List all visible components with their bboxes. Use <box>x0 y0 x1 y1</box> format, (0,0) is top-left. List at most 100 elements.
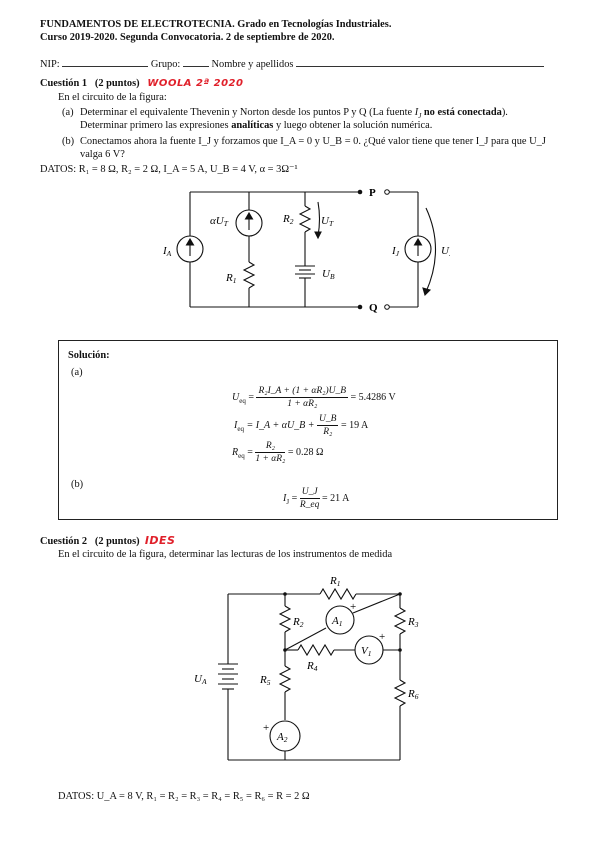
terminal-p-open <box>384 189 390 195</box>
q1-a2-text: Determinar primero las expresiones <box>80 120 232 131</box>
resistor-r3-icon <box>393 607 407 635</box>
student-form: NIP: Grupo: Nombre y apellidos <box>40 57 545 71</box>
terminal-q-open <box>384 304 390 310</box>
label-ub: UB <box>322 268 335 281</box>
q1-b-line-1: Conectamos ahora la fuente I_J y forzamo… <box>80 136 546 147</box>
ieq-value: = 19 A <box>340 419 369 431</box>
q1-a2-end: y luego obtener la solución numérica. <box>273 120 433 131</box>
q1-a-var: I <box>414 107 419 118</box>
current-source-ia-icon <box>176 235 204 263</box>
terminal-p-dot <box>357 189 363 195</box>
ieq-num: U_B <box>317 414 339 426</box>
ij-lhs: I <box>283 492 287 504</box>
nombre-field[interactable] <box>296 57 545 67</box>
label-r4: R4 <box>306 660 318 673</box>
q1-a-line-2: Determinar primero las expresiones analí… <box>80 119 432 132</box>
header-line-1: FUNDAMENTOS DE ELECTROTECNIA. Grado en T… <box>40 18 391 31</box>
resistor-r5-icon <box>278 665 292 693</box>
solution-b-label: (b) <box>71 479 84 490</box>
q2-circuit-diagram: A1 V1 A2 + + + R1 R2 R3 R4 R5 R6 UA <box>194 575 419 761</box>
plus-v1: + <box>379 631 385 643</box>
q1-datos: DATOS: R₁ = 8 Ω, R₂ = 2 Ω, I_A = 5 A, U_… <box>40 164 298 175</box>
q1-b-label: (b) <box>62 136 75 147</box>
label-p: P <box>369 187 376 199</box>
q1-b-line-2: valga 6 V? <box>80 149 125 160</box>
ueq-sub: eq <box>239 396 246 405</box>
label-ut: UT <box>321 215 334 228</box>
plus-a1: + <box>350 601 356 613</box>
degree-name: Grado en Tecnologías Industriales. <box>234 19 392 30</box>
q1-a-text: Determinar el equivalente Thevenin y Nor… <box>80 107 415 118</box>
ieq-mid: = I_A + αU_B + <box>246 419 315 431</box>
ueq-lhs: U <box>232 391 240 403</box>
label-r2: R2 <box>282 213 294 226</box>
label-v1: V1 <box>361 645 371 658</box>
q1-a-var-sub: J <box>418 112 422 121</box>
ij-value: = 21 A <box>322 492 350 504</box>
ueq-num: R₂I_A + (1 + αR₂)U_B <box>256 386 349 398</box>
resistor-r2-icon <box>298 205 312 233</box>
q1-points: (2 puntos) <box>94 78 140 89</box>
q1-title: Cuestión 1 <box>40 78 88 89</box>
req-den: 1 + αR₂ <box>255 454 286 464</box>
q1-a-bold: no está conectada <box>421 107 502 118</box>
ij-den: R_eq <box>299 500 320 510</box>
ieq-den: R₂ <box>323 427 333 437</box>
q2-heading: Cuestión 2 (2 puntos) IDES <box>40 534 175 548</box>
q2-intro: En el circuito de la figura, determinar … <box>58 549 393 560</box>
req-sub: eq <box>238 451 245 460</box>
resistor-r1-icon <box>242 261 256 289</box>
label-aut: αUT <box>210 215 229 228</box>
ueq-den: 1 + αR₂ <box>287 399 318 409</box>
nip-label: NIP: <box>40 59 60 70</box>
label-ua: UA <box>194 673 207 686</box>
resistor-r2-icon <box>278 605 292 633</box>
nip-field[interactable] <box>62 57 149 67</box>
header-line-2: Curso 2019-2020. Segunda Convocatoria. 2… <box>40 32 335 43</box>
q2-title: Cuestión 2 <box>40 536 88 547</box>
q1-a2-bold: analíticas <box>231 120 274 131</box>
plus-a2: + <box>263 722 269 734</box>
req-value: = 0.28 Ω <box>287 446 324 458</box>
grupo-label: Grupo: <box>150 59 181 70</box>
q1-intro: En el circuito de la figura: <box>58 92 167 103</box>
label-r1: R1 <box>329 575 340 588</box>
label-uj: UJ <box>441 245 450 258</box>
solution-title: Solución: <box>68 350 110 361</box>
ij-num: U_J <box>299 487 320 499</box>
q1-a-label: (a) <box>62 107 74 118</box>
label-r2: R2 <box>292 616 304 629</box>
label-ij: IJ <box>391 245 400 258</box>
ammeter-a1-icon <box>325 605 355 635</box>
label-a2: A2 <box>276 731 288 744</box>
q1-heading: Cuestión 1 (2 puntos) WOOLA 2ª 2020 <box>40 77 243 91</box>
ueq-value: = 5.4286 V <box>350 391 396 403</box>
label-ia: IA <box>162 245 172 258</box>
label-r6: R6 <box>407 688 419 701</box>
resistor-r6-icon <box>393 679 407 707</box>
resistor-r1-icon <box>319 587 357 601</box>
q2-handwritten-note: IDES <box>144 534 176 547</box>
q1-a-line-1: Determinar el equivalente Thevenin y Nor… <box>80 106 508 121</box>
req-num: R₂ <box>255 440 286 453</box>
solution-a-label: (a) <box>71 367 83 378</box>
q2-points: (2 puntos) <box>94 536 140 547</box>
resistor-r4-icon <box>297 643 335 657</box>
ieq-lhs: I <box>234 419 238 431</box>
ieq-sub: eq <box>237 424 244 433</box>
grupo-field[interactable] <box>182 57 209 67</box>
nombre-label: Nombre y apellidos <box>211 59 294 70</box>
q1-handwritten-note: WOOLA 2ª 2020 <box>147 78 244 89</box>
solution-box <box>58 340 558 520</box>
ij-sub: J <box>286 497 290 506</box>
terminal-q-dot <box>357 304 363 310</box>
label-q: Q <box>369 302 378 314</box>
label-r1: R1 <box>225 272 236 285</box>
